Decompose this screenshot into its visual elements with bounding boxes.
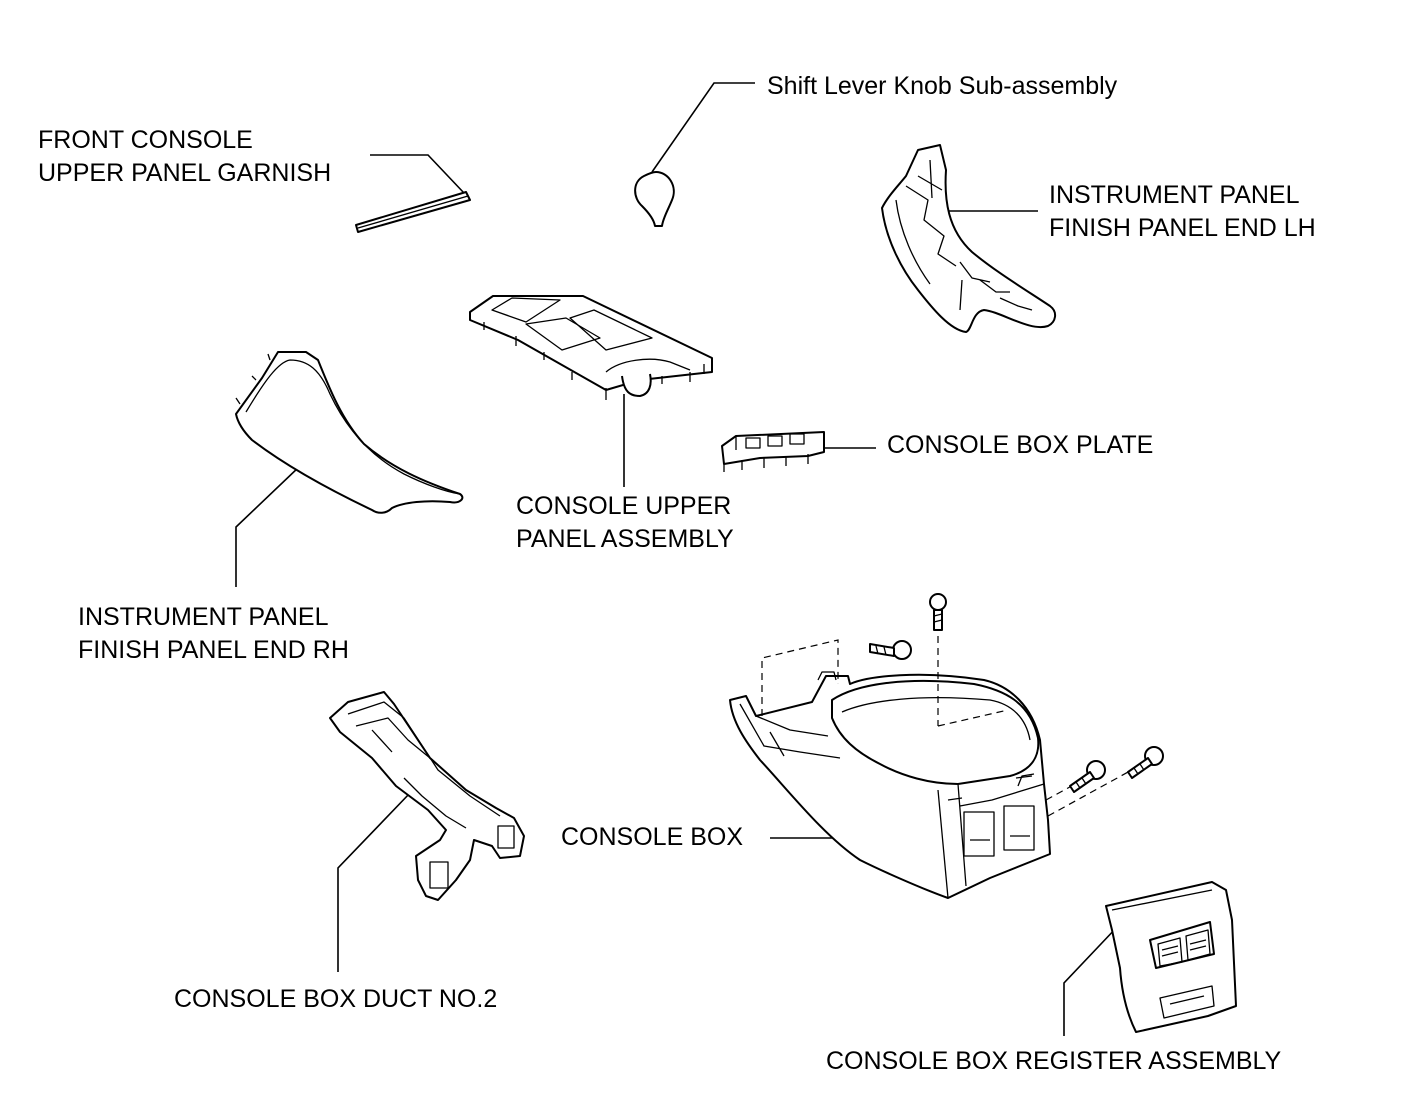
fastener-guide-top (761, 639, 839, 716)
label-upper-panel-assy-line-2: PANEL ASSEMBLY (516, 525, 734, 553)
leader-front-garnish (370, 154, 465, 194)
shift-knob-part (634, 171, 675, 227)
fasteners (761, 593, 1164, 817)
label-ip-end-lh-line-1: INSTRUMENT PANEL (1049, 181, 1300, 209)
label-register-assy: CONSOLE BOX REGISTER ASSEMBLY (826, 1047, 1282, 1075)
label-ip-end-lh: INSTRUMENT PANEL FINISH PANEL END LH (1049, 179, 1316, 245)
label-console-box: CONSOLE BOX (561, 823, 743, 851)
leader-ip-end-rh (235, 465, 301, 587)
register-assy-part (1105, 881, 1237, 1033)
leader-register-assy (1063, 925, 1119, 1036)
label-ip-end-lh-line-2: FINISH PANEL END LH (1049, 214, 1316, 242)
front-garnish-part (355, 191, 471, 233)
label-upper-panel-assy-line-1: CONSOLE UPPER (516, 492, 732, 520)
upper-panel-part (469, 295, 713, 400)
console-box-plate-part (721, 431, 825, 472)
label-duct-no2: CONSOLE BOX DUCT NO.2 (174, 985, 498, 1013)
leader-shift-knob (651, 82, 755, 173)
label-ip-end-rh: INSTRUMENT PANEL FINISH PANEL END RH (78, 601, 349, 667)
ip-end-rh-part (235, 351, 464, 514)
label-front-garnish-line-2: UPPER PANEL GARNISH (38, 159, 332, 187)
leader-duct-no2 (337, 792, 411, 972)
duct-no2-part (329, 691, 525, 901)
label-ip-end-rh-line-1: INSTRUMENT PANEL (78, 603, 329, 631)
label-front-garnish: FRONT CONSOLE UPPER PANEL GARNISH (38, 124, 331, 190)
ip-end-lh-part (881, 144, 1056, 333)
label-shift-knob: Shift Lever Knob Sub-assembly (767, 72, 1118, 100)
label-front-garnish-line-1: FRONT CONSOLE (38, 126, 253, 154)
label-console-box-plate: CONSOLE BOX PLATE (887, 431, 1154, 459)
screw-right-1 (1069, 760, 1106, 793)
screw-top (929, 593, 947, 631)
screw-left (869, 640, 912, 660)
leader-lines (235, 82, 1119, 1036)
label-upper-panel-assy: CONSOLE UPPER PANEL ASSEMBLY (516, 490, 734, 556)
screw-right-2 (1127, 746, 1164, 779)
console-box-part (729, 671, 1051, 899)
label-ip-end-rh-line-2: FINISH PANEL END RH (78, 636, 349, 664)
